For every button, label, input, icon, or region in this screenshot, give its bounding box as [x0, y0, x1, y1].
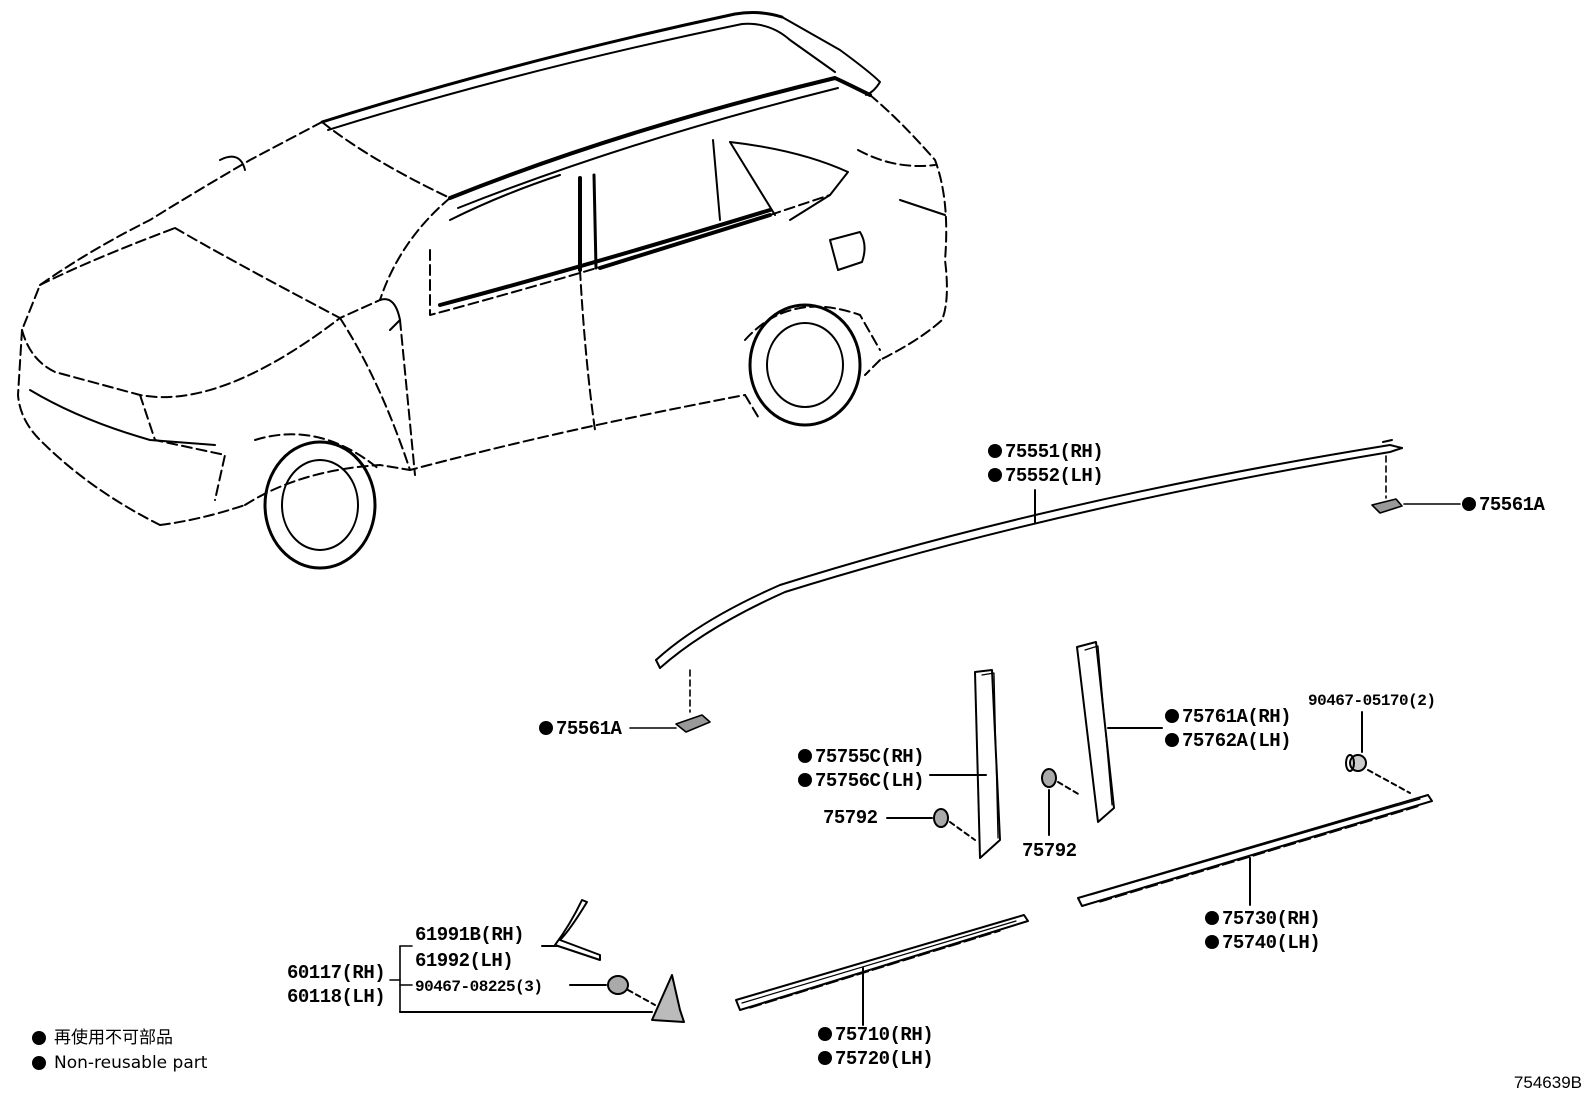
callout-75756c: 75756C(LH) — [798, 770, 925, 792]
callout-75761a: 75761A(RH) — [1165, 706, 1292, 728]
clip-75561a-right — [1371, 455, 1461, 514]
callout-75792-right: 75792 — [1022, 840, 1077, 862]
part-number: 90467-08225(3) — [415, 978, 543, 996]
part-number: 75561A — [1479, 494, 1545, 516]
part-number: 75720(LH) — [835, 1048, 934, 1070]
clip-75561a-left — [629, 669, 711, 733]
non-reusable-dot-icon — [539, 721, 553, 735]
part-number: 75792 — [823, 807, 878, 829]
figure-id: 754639B — [1513, 1073, 1582, 1092]
part-number: 75761A(RH) — [1182, 706, 1292, 728]
non-reusable-dot-icon — [988, 444, 1002, 458]
part-number: 75730(RH) — [1222, 908, 1321, 930]
part-number: 75561A — [556, 718, 622, 740]
clip-90467-08225 — [569, 975, 656, 1006]
callout-61992: 61992(LH) — [415, 950, 514, 972]
legend-jp-text: 再使用不可部品 — [54, 1028, 173, 1048]
callout-75561a-right: 75561A — [1462, 494, 1545, 516]
part-number: 60117(RH) — [287, 962, 386, 984]
callout-90467-08225: 90467-08225(3) — [415, 976, 543, 998]
callout-75792-left: 75792 — [823, 807, 878, 829]
callout-60118: 60118(LH) — [287, 986, 386, 1008]
callout-75730: 75730(RH) — [1205, 908, 1321, 930]
pillar-garnish-75761a — [1076, 641, 1163, 823]
callout-75561a-left: 75561A — [539, 718, 622, 740]
vehicle-illustration — [17, 11, 948, 570]
non-reusable-dot-icon — [1165, 709, 1179, 723]
callout-75755c: 75755C(RH) — [798, 746, 925, 768]
pillar-garnish-75755c — [929, 669, 1001, 859]
roof-drip-moulding — [655, 439, 1403, 669]
grommet-75792-left — [886, 808, 976, 841]
part-number: 61991B(RH) — [415, 924, 525, 946]
non-reusable-dot-icon — [1205, 935, 1219, 949]
non-reusable-dot-icon — [798, 749, 812, 763]
legend-en-text: Non-reusable part — [54, 1053, 208, 1073]
seal-61991b — [541, 899, 601, 961]
callout-75552: 75552(LH) — [988, 465, 1104, 487]
callout-75710: 75710(RH) — [818, 1024, 934, 1046]
non-reusable-dot-icon — [798, 773, 812, 787]
callout-bracket-60117 — [389, 945, 413, 1013]
belt-moulding-75710 — [735, 914, 1029, 1026]
part-number: 61992(LH) — [415, 950, 514, 972]
non-reusable-dot-icon — [32, 1031, 46, 1045]
corner-garnish-60117 — [399, 974, 685, 1023]
non-reusable-dot-icon — [1205, 911, 1219, 925]
part-number: 75762A(LH) — [1182, 730, 1292, 752]
part-number: 75755C(RH) — [815, 746, 925, 768]
clip-90467-05170 — [1345, 711, 1411, 794]
callout-75720: 75720(LH) — [818, 1048, 934, 1070]
grommet-75792-right — [1041, 768, 1081, 836]
non-reusable-dot-icon — [1462, 497, 1476, 511]
part-number: 90467-05170(2) — [1308, 692, 1436, 710]
callout-61991b: 61991B(RH) — [415, 924, 525, 946]
part-number: 75552(LH) — [1005, 465, 1104, 487]
callout-75551: 75551(RH) — [988, 441, 1104, 463]
belt-moulding-75730 — [1077, 794, 1433, 907]
non-reusable-dot-icon — [1165, 733, 1179, 747]
part-number: 75756C(LH) — [815, 770, 925, 792]
part-number: 75792 — [1022, 840, 1077, 862]
callout-75740: 75740(LH) — [1205, 932, 1321, 954]
part-number: 75740(LH) — [1222, 932, 1321, 954]
callout-75762a: 75762A(LH) — [1165, 730, 1292, 752]
part-number: 75710(RH) — [835, 1024, 934, 1046]
non-reusable-dot-icon — [818, 1051, 832, 1065]
callout-90467-05170: 90467-05170(2) — [1308, 690, 1436, 712]
part-number: 60118(LH) — [287, 986, 386, 1008]
legend-jp: 再使用不可部品 — [32, 1027, 173, 1049]
non-reusable-dot-icon — [988, 468, 1002, 482]
non-reusable-dot-icon — [32, 1056, 46, 1070]
callout-60117: 60117(RH) — [287, 962, 386, 984]
part-number: 75551(RH) — [1005, 441, 1104, 463]
legend-en: Non-reusable part — [32, 1052, 207, 1074]
non-reusable-dot-icon — [818, 1027, 832, 1041]
